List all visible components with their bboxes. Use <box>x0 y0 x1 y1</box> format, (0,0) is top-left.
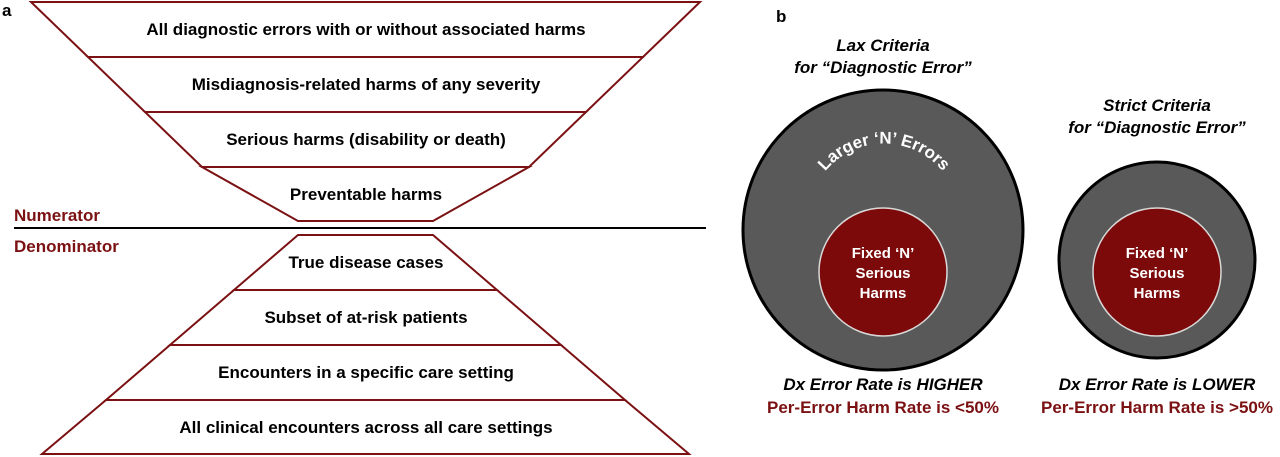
strict-inner-line2: Serious <box>1129 265 1184 282</box>
denominator-level-4-text: All clinical encounters across all care … <box>179 418 552 437</box>
denominator-level-2-text: Subset of at-risk patients <box>264 308 467 327</box>
numerator-level-4-text: Preventable harms <box>290 185 442 204</box>
denominator-level-1-text: True disease cases <box>288 253 443 272</box>
denominator-label: Denominator <box>14 237 119 256</box>
denominator-level-4 <box>39 399 692 455</box>
panel-a-label: a <box>2 1 12 20</box>
strict-rate-line1: Dx Error Rate is LOWER <box>1059 375 1256 394</box>
lax-rate-line2: Per-Error Harm Rate is <50% <box>767 398 999 417</box>
lax-inner-line1: Fixed ‘N’ <box>852 245 915 262</box>
strict-title-line1: Strict Criteria <box>1103 96 1211 115</box>
numerator-level-1-text: All diagnostic errors with or without as… <box>146 20 585 39</box>
lax-inner-line3: Harms <box>860 285 907 302</box>
lax-title-line2: for “Diagnostic Error” <box>794 58 972 77</box>
lax-inner-circle <box>818 207 948 337</box>
panel-b-label: b <box>776 7 786 26</box>
numerator-level-2-text: Misdiagnosis-related harms of any severi… <box>192 75 541 94</box>
strict-rate-line2: Per-Error Harm Rate is >50% <box>1041 398 1273 417</box>
lax-rate-line1: Dx Error Rate is HIGHER <box>783 375 983 394</box>
lax-inner-line2: Serious <box>855 265 910 282</box>
strict-inner-line1: Fixed ‘N’ <box>1126 245 1189 262</box>
strict-title-line2: for “Diagnostic Error” <box>1068 118 1246 137</box>
numerator-label: Numerator <box>14 206 100 225</box>
denominator-level-3-text: Encounters in a specific care setting <box>218 363 514 382</box>
numerator-funnel <box>28 1 703 222</box>
denominator-pyramid <box>39 234 692 455</box>
strict-inner-line3: Harms <box>1134 285 1181 302</box>
numerator-level-4 <box>198 166 533 222</box>
strict-inner-circle <box>1092 207 1222 337</box>
numerator-level-3-text: Serious harms (disability or death) <box>226 130 506 149</box>
lax-title-line1: Lax Criteria <box>836 36 930 55</box>
